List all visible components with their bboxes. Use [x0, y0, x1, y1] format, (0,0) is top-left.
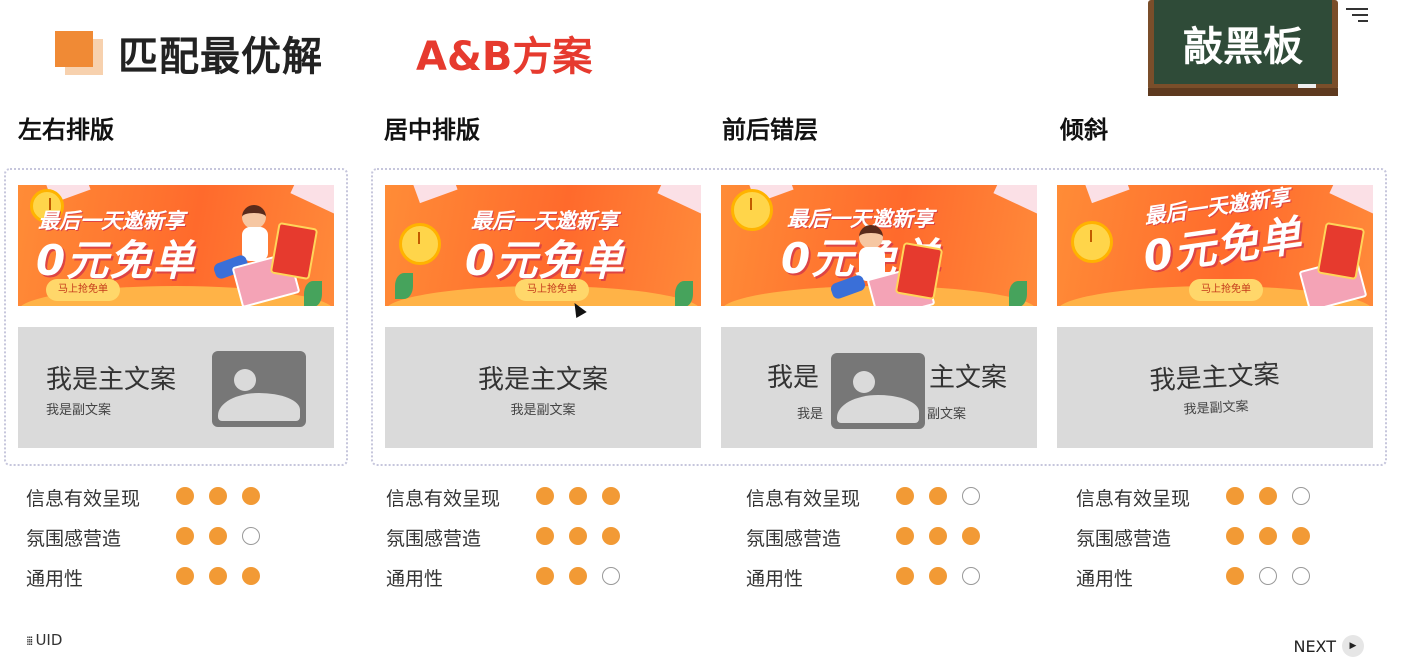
rating-label: 信息有效呈现 [386, 488, 501, 510]
rating-dot-empty [602, 567, 620, 585]
rating-dot-filled [896, 527, 914, 545]
rating-label: 信息有效呈现 [26, 488, 141, 510]
sub-copy-left: 我是 [797, 407, 824, 422]
rating-dot-empty [1292, 487, 1310, 505]
rating-dot-filled [1226, 527, 1244, 545]
rating-dot-filled [962, 527, 980, 545]
heading-tilted: 倾斜 [1060, 116, 1108, 144]
rating-dot-filled [569, 567, 587, 585]
main-copy: 我是主文案 [477, 365, 608, 395]
card-centered: 我是主文案 我是副文案 [385, 327, 701, 448]
footer-brand: ⁞⁞⁞UID [26, 631, 63, 649]
rating-dot-filled [929, 487, 947, 505]
rating-dot-filled [176, 487, 194, 505]
rating-label: 信息有效呈现 [746, 488, 861, 510]
rating-dot-filled [896, 567, 914, 585]
logo-mark [55, 31, 105, 75]
rating-dot-filled [176, 567, 194, 585]
option-b-frame [371, 168, 1387, 466]
rating-label: 通用性 [1076, 568, 1134, 590]
next-label: NEXT [1293, 636, 1336, 656]
rating-label: 氛围感营造 [386, 528, 482, 550]
main-copy-left: 我是 [767, 363, 820, 393]
option-a-frame [4, 168, 348, 466]
rating-dot-empty [242, 527, 260, 545]
rating-dot-filled [569, 487, 587, 505]
banner-left-right: 最后一天邀新享 0元免单 马上抢免单 [18, 185, 334, 306]
image-placeholder-icon [831, 353, 925, 429]
chalkboard-label: 敲黑板 [1183, 24, 1303, 70]
grid-icon: ⁞⁞⁞ [26, 634, 34, 648]
rating-dot-filled [929, 567, 947, 585]
rating-dot-filled [896, 487, 914, 505]
card-tilted: 我是主文案 我是副文案 [1057, 327, 1373, 448]
rating-dot-filled [602, 527, 620, 545]
rating-label: 通用性 [746, 568, 804, 590]
heading-left-right: 左右排版 [18, 116, 114, 144]
rating-dot-filled [242, 567, 260, 585]
rating-dot-filled [209, 527, 227, 545]
rating-label: 信息有效呈现 [1076, 488, 1191, 510]
rating-label: 氛围感营造 [26, 528, 122, 550]
rating-label: 氛围感营造 [1076, 528, 1172, 550]
heading-layered: 前后错层 [722, 116, 818, 144]
banner-centered: 最后一天邀新享 0元免单 马上抢免单 [385, 185, 701, 306]
rating-dot-filled [209, 567, 227, 585]
banner-tilted: 最后一天邀新享 0元免单 马上抢免单 [1057, 185, 1373, 306]
chalkboard-badge: 敲黑板 [1148, 0, 1338, 96]
rating-dot-empty [962, 567, 980, 585]
rating-dot-filled [1259, 487, 1277, 505]
sub-copy: 我是副文案 [510, 403, 576, 418]
sub-copy: 我是副文案 [46, 403, 112, 418]
rating-dot-empty [1292, 567, 1310, 585]
main-copy: 我是主文案 [46, 365, 177, 395]
rating-label: 通用性 [26, 568, 84, 590]
play-icon: ▶ [1342, 635, 1364, 657]
rating-dot-filled [1226, 567, 1244, 585]
rating-dot-filled [536, 527, 554, 545]
card-left-right: 我是主文案 我是副文案 [18, 327, 334, 448]
rating-dot-filled [536, 487, 554, 505]
rating-dot-filled [569, 527, 587, 545]
rating-dot-empty [962, 487, 980, 505]
rating-label: 通用性 [386, 568, 444, 590]
rating-dot-filled [929, 527, 947, 545]
rating-dot-filled [1292, 527, 1310, 545]
rating-dot-filled [1259, 527, 1277, 545]
rating-dot-filled [209, 487, 227, 505]
heading-centered: 居中排版 [384, 116, 480, 144]
image-placeholder-icon [212, 351, 306, 427]
rating-dot-empty [1259, 567, 1277, 585]
rating-dot-filled [242, 487, 260, 505]
rating-dot-filled [176, 527, 194, 545]
rating-dot-filled [602, 487, 620, 505]
sub-copy-right: 副文案 [927, 407, 967, 422]
main-copy-right: 主文案 [929, 363, 1008, 393]
menu-icon[interactable] [1346, 8, 1368, 24]
rating-dot-filled [536, 567, 554, 585]
rating-label: 氛围感营造 [746, 528, 842, 550]
page-title: 匹配最优解 [118, 34, 323, 80]
banner-layered: 最后一天邀新享 0元免单 [721, 185, 1037, 306]
card-layered: 我是 主文案 我是 副文案 [721, 327, 1037, 448]
page-subtitle: A&B方案 [416, 34, 593, 80]
rating-dot-filled [1226, 487, 1244, 505]
next-button[interactable]: NEXT ▶ [1293, 635, 1364, 657]
